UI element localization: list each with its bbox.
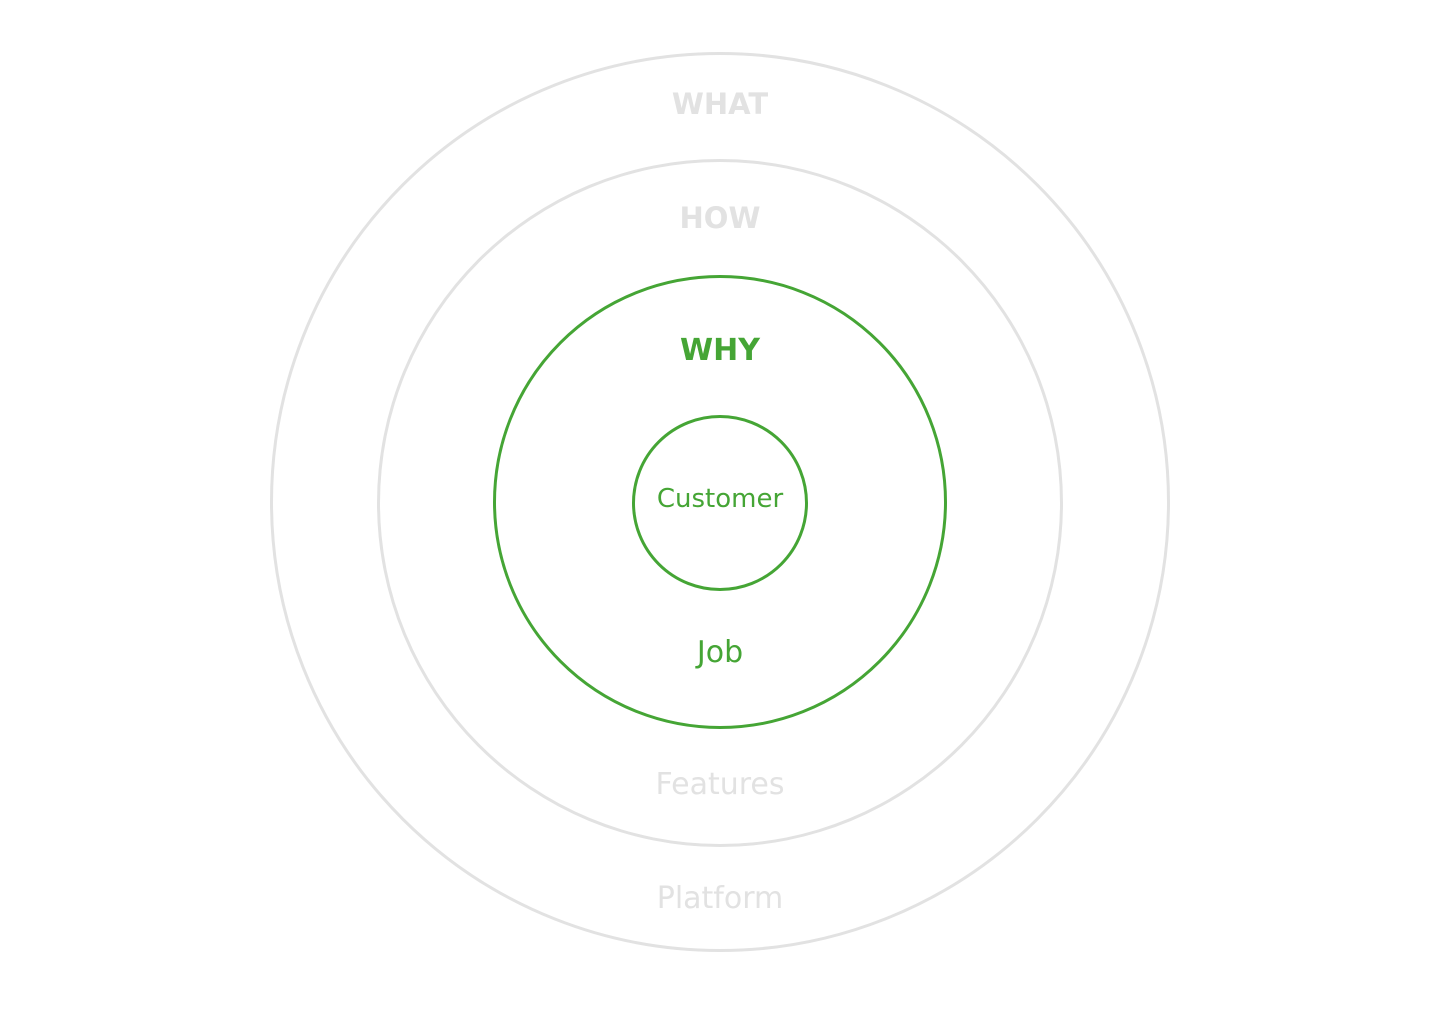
ring-how <box>377 159 1063 847</box>
job-label: Job <box>696 635 744 670</box>
ring-why <box>493 275 947 729</box>
features-label: Features <box>655 767 785 802</box>
how-title: HOW <box>679 201 761 235</box>
customer-label: Customer <box>656 484 784 514</box>
what-title: WHAT <box>671 87 769 121</box>
ring-what <box>270 52 1170 952</box>
ring-core <box>632 415 808 591</box>
platform-label: Platform <box>656 881 784 916</box>
why-title: WHY <box>680 333 760 368</box>
